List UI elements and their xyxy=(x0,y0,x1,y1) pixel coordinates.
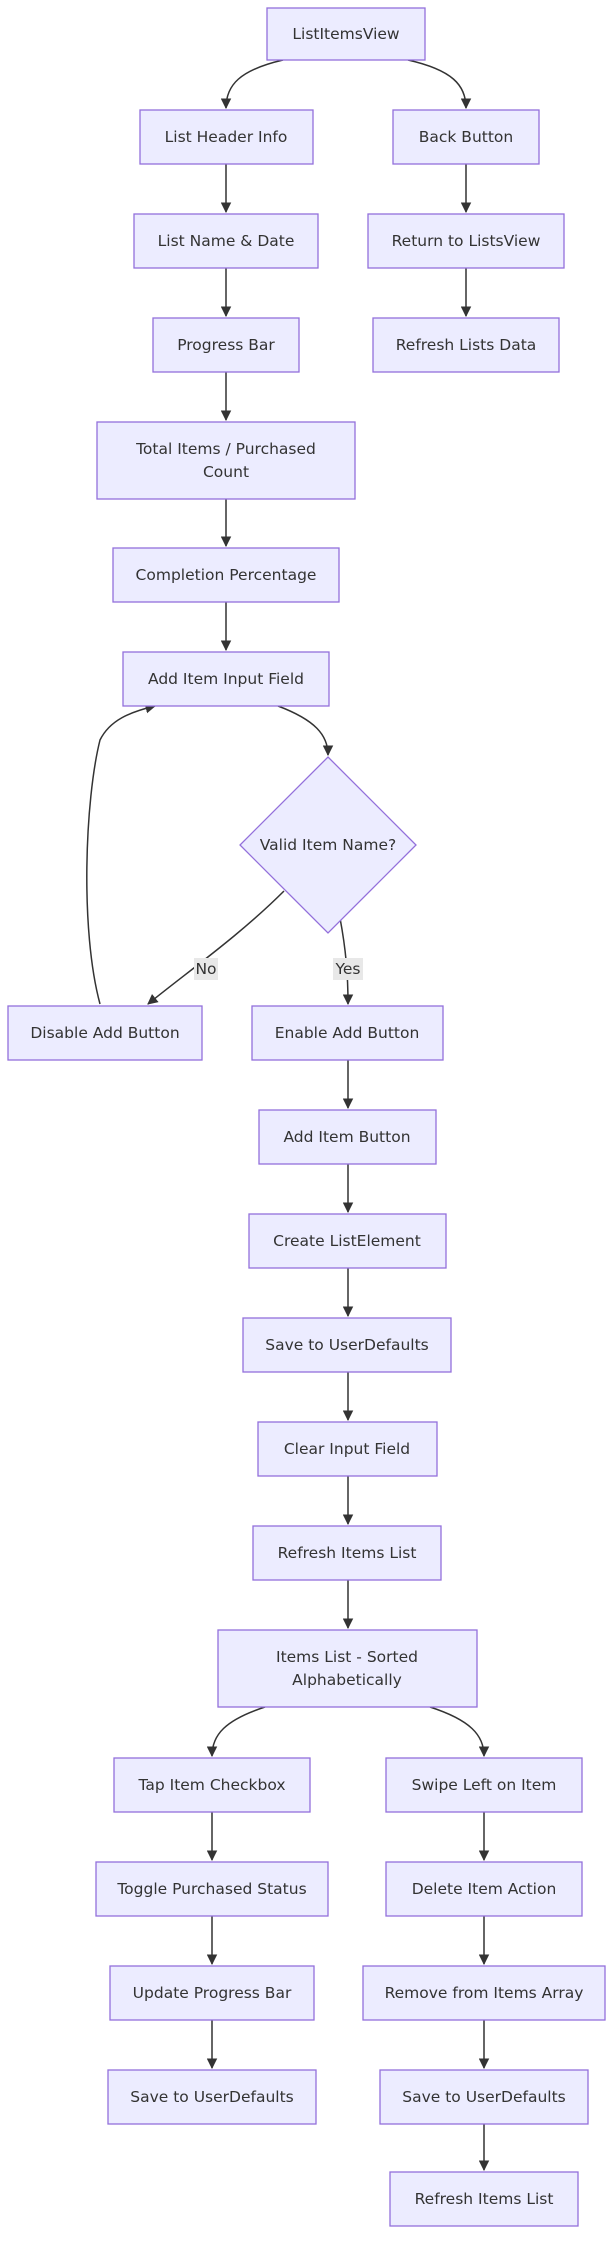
node-listitemsview: ListItemsView xyxy=(266,7,426,61)
node-save-to-userdefaults-2-label: Save to UserDefaults xyxy=(130,2088,294,2106)
node-clear-input-field: Clear Input Field xyxy=(257,1421,438,1477)
node-create-listelement: Create ListElement xyxy=(248,1213,447,1269)
node-items-list-sorted: Items List - Sorted Alphabetically xyxy=(217,1629,478,1708)
edge-listitemsview-to-back-button xyxy=(407,59,472,110)
edge-listitemsview-to-list-header-info xyxy=(220,59,284,110)
node-total-items-label-line-2: Count xyxy=(203,463,249,481)
node-delete-item-action-label: Delete Item Action xyxy=(412,1880,557,1898)
node-total-items-label-line-1: Total Items / Purchased xyxy=(135,440,316,458)
edge-label-yes: Yes xyxy=(333,958,363,980)
node-list-header-info-label: List Header Info xyxy=(165,128,288,146)
node-return-to-listsview-label: Return to ListsView xyxy=(392,232,541,250)
node-save-to-userdefaults-1: Save to UserDefaults xyxy=(242,1317,452,1373)
node-total-items-purchased-count: Total Items / Purchased Count xyxy=(96,421,356,500)
edge-valid-item-name-to-disable-add-button-no xyxy=(147,890,285,1005)
node-update-progress-bar: Update Progress Bar xyxy=(109,1965,315,2021)
edge-label-no: No xyxy=(194,958,218,980)
node-refresh-items-list-1-label: Refresh Items List xyxy=(278,1544,417,1562)
node-progress-bar-label: Progress Bar xyxy=(177,336,275,354)
node-items-list-label-line-1: Items List - Sorted xyxy=(276,1648,418,1666)
node-progress-bar: Progress Bar xyxy=(152,317,300,373)
node-enable-add-button: Enable Add Button xyxy=(251,1005,444,1061)
node-update-progress-bar-label: Update Progress Bar xyxy=(133,1984,292,2002)
node-remove-from-items-array-label: Remove from Items Array xyxy=(385,1984,584,2002)
node-completion-percentage-label: Completion Percentage xyxy=(136,566,317,584)
node-toggle-purchased-status-label: Toggle Purchased Status xyxy=(116,1880,306,1898)
node-add-item-input-field: Add Item Input Field xyxy=(122,651,330,707)
node-enable-add-button-label: Enable Add Button xyxy=(275,1024,420,1042)
node-list-name-date-label: List Name & Date xyxy=(158,232,295,250)
node-save-to-userdefaults-3-label: Save to UserDefaults xyxy=(402,2088,566,2106)
node-return-to-listsview: Return to ListsView xyxy=(367,213,565,269)
edge-add-item-input-field-to-valid-item-name xyxy=(277,705,334,757)
node-back-button: Back Button xyxy=(392,109,540,165)
node-tap-item-checkbox-label: Tap Item Checkbox xyxy=(137,1776,285,1794)
node-tap-item-checkbox: Tap Item Checkbox xyxy=(113,1757,311,1813)
node-refresh-items-list-2: Refresh Items List xyxy=(389,2171,579,2227)
node-save-to-userdefaults-1-label: Save to UserDefaults xyxy=(265,1336,429,1354)
edge-label-yes-text: Yes xyxy=(334,960,360,978)
node-list-header-info: List Header Info xyxy=(139,109,314,165)
node-refresh-items-list-2-label: Refresh Items List xyxy=(415,2190,554,2208)
node-create-listelement-label: Create ListElement xyxy=(273,1232,421,1250)
node-refresh-items-list-1: Refresh Items List xyxy=(252,1525,442,1581)
edge-items-list-to-swipe-left-on-item xyxy=(429,1706,490,1758)
node-toggle-purchased-status: Toggle Purchased Status xyxy=(95,1861,329,1917)
node-back-button-label: Back Button xyxy=(419,128,513,146)
node-valid-item-name-decision: Valid Item Name? xyxy=(239,756,417,934)
node-refresh-lists-data-label: Refresh Lists Data xyxy=(396,336,537,354)
node-refresh-lists-data: Refresh Lists Data xyxy=(372,317,560,373)
node-swipe-left-on-item-label: Swipe Left on Item xyxy=(412,1776,557,1794)
node-save-to-userdefaults-3: Save to UserDefaults xyxy=(379,2069,589,2125)
node-add-item-button: Add Item Button xyxy=(258,1109,437,1165)
node-clear-input-field-label: Clear Input Field xyxy=(284,1440,410,1458)
edge-disable-add-button-to-add-item-input-field xyxy=(86,703,157,1005)
node-add-item-button-label: Add Item Button xyxy=(283,1128,410,1146)
node-remove-from-items-array: Remove from Items Array xyxy=(362,1965,606,2021)
edge-items-list-to-tap-item-checkbox xyxy=(206,1706,266,1758)
node-delete-item-action: Delete Item Action xyxy=(385,1861,583,1917)
node-disable-add-button-label: Disable Add Button xyxy=(30,1024,179,1042)
node-listitemsview-label: ListItemsView xyxy=(292,25,400,43)
edge-label-no-text: No xyxy=(195,960,216,978)
node-disable-add-button: Disable Add Button xyxy=(7,1005,203,1061)
node-items-list-label-line-2: Alphabetically xyxy=(292,1671,402,1689)
node-swipe-left-on-item: Swipe Left on Item xyxy=(385,1757,583,1813)
node-add-item-input-field-label: Add Item Input Field xyxy=(148,670,304,688)
node-list-name-date: List Name & Date xyxy=(133,213,319,269)
node-save-to-userdefaults-2: Save to UserDefaults xyxy=(107,2069,317,2125)
node-valid-item-name-label: Valid Item Name? xyxy=(260,836,396,854)
node-completion-percentage: Completion Percentage xyxy=(112,547,340,603)
